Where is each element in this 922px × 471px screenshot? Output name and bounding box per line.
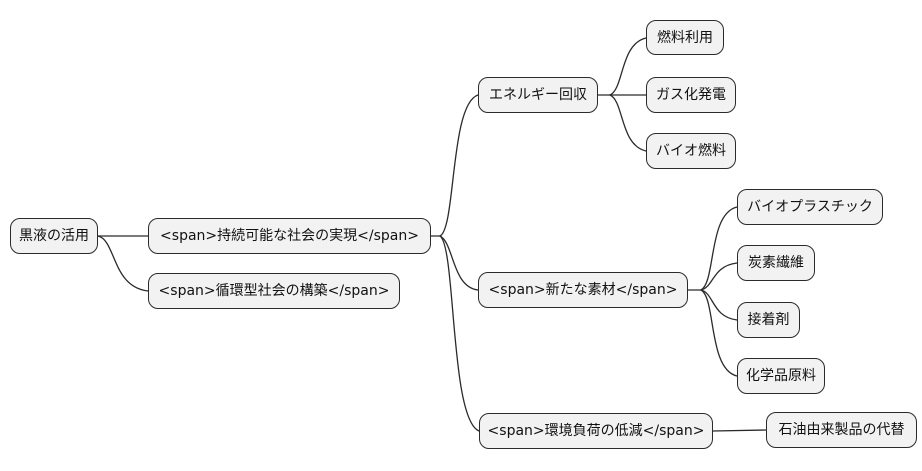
edge-root-to-circular-society [97,235,149,292]
edge-materials-to-bioplastic [700,206,738,291]
edge-energy-to-fuel-use [609,37,647,96]
node-biofuel: バイオ燃料 [646,133,736,169]
edge-sustainable-to-energy-recovery [439,94,479,237]
edge-env-load-to-petroleum-alt [712,429,767,432]
node-bioplastic: バイオプラスチック [737,189,883,225]
node-root-black-liquor: 黒液の活用 [10,218,98,254]
node-petroleum-product-alternative: 石油由来製品の代替 [766,412,917,448]
node-gasification-power: ガス化発電 [646,77,736,113]
node-fuel-use: 燃料利用 [646,20,724,55]
edge-sustainable-to-new-materials [439,235,479,291]
node-circular-society: <span>循環型社会の構築</span> [148,273,400,309]
node-adhesive: 接着剤 [737,302,800,338]
node-env-load-reduction: <span>環境負荷の低減</span> [479,413,713,449]
edge-energy-to-biofuel [609,94,647,152]
node-chemical-raw-materials: 化学品原料 [737,358,825,394]
node-energy-recovery: エネルギー回収 [478,77,598,113]
node-carbon-fiber: 炭素繊維 [737,245,815,281]
node-new-materials: <span>新たな素材</span> [478,272,688,308]
node-sustainable-society: <span>持続可能な社会の実現</span> [148,218,431,254]
edge-sustainable-to-env-load [439,235,480,432]
edge-materials-to-adhesive [700,289,738,321]
edge-materials-to-chemicals [700,289,738,377]
edge-materials-to-carbon-fiber [700,262,738,291]
